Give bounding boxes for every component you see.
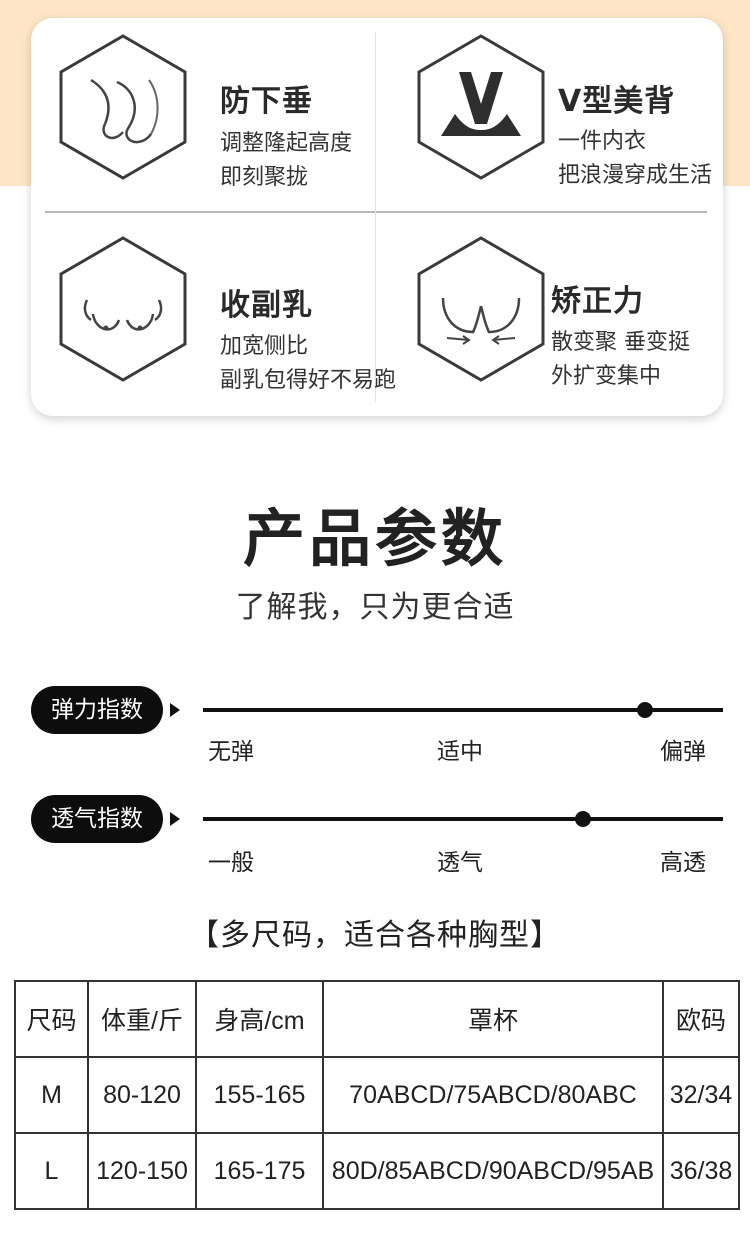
- lift-arrows-icon: [417, 236, 545, 382]
- breathability-scale: 透气指数 一般 透气 高透: [0, 795, 750, 885]
- side-breast-icon: [59, 236, 187, 382]
- feature-title: 收副乳: [220, 288, 313, 323]
- breathability-label: 透气指数: [31, 795, 163, 843]
- feature-line: 把浪漫穿成生活: [558, 163, 713, 188]
- v-back-icon: [417, 34, 545, 180]
- chest-profile-icon: [59, 34, 187, 180]
- feature-line: 散变聚 垂变挺: [551, 330, 690, 355]
- feature-title: 防下垂: [220, 84, 313, 119]
- feature-line: 调整隆起高度: [220, 131, 353, 156]
- size-cell: 36/38: [662, 1132, 740, 1210]
- features-card: 防下垂 调整隆起高度 即刻聚拢 V型美背 一件内衣 把浪漫穿成生活 收副乳 加宽…: [31, 18, 723, 416]
- size-cell: 70ABCD/75ABCD/80ABC: [322, 1056, 664, 1134]
- feature-title: 矫正力: [551, 284, 644, 319]
- arrow-right-icon: [170, 812, 180, 826]
- table-row: M 80-120 155-165 70ABCD/75ABCD/80ABC 32/…: [14, 1056, 740, 1134]
- feature-line: 即刻聚拢: [220, 165, 309, 190]
- elasticity-scale: 弹力指数 无弹 适中 偏弹: [0, 686, 750, 776]
- feature-anti-sag: 防下垂 调整隆起高度 即刻聚拢: [57, 32, 377, 202]
- size-header-cell: 欧码: [662, 980, 740, 1058]
- feature-line: 加宽侧比: [220, 334, 309, 359]
- size-header-cell: 罩杯: [322, 980, 664, 1058]
- breathability-tick-low: 一般: [208, 850, 254, 876]
- size-heading: 【多尺码，适合各种胸型】: [189, 918, 561, 953]
- size-table-header-row: 尺码 体重/斤 身高/cm 罩杯 欧码: [14, 980, 740, 1058]
- feature-line: 外扩变集中: [551, 364, 662, 389]
- breathability-tick-mid: 透气: [437, 850, 483, 876]
- size-header-cell: 尺码: [14, 980, 89, 1058]
- size-table: 尺码 体重/斤 身高/cm 罩杯 欧码 M 80-120 155-165 70A…: [14, 980, 740, 1210]
- feature-line: 副乳包得好不易跑: [220, 368, 397, 393]
- size-cell: 80-120: [87, 1056, 197, 1134]
- elasticity-tick-low: 无弹: [208, 739, 254, 765]
- elasticity-label: 弹力指数: [31, 686, 163, 734]
- feature-divider-horizontal: [45, 211, 707, 213]
- size-cell: 120-150: [87, 1132, 197, 1210]
- breathability-marker: [574, 811, 591, 827]
- size-cell: 32/34: [662, 1056, 740, 1134]
- size-header-cell: 体重/斤: [87, 980, 197, 1058]
- size-header-cell: 身高/cm: [195, 980, 324, 1058]
- elasticity-tick-mid: 适中: [437, 739, 483, 765]
- feature-v-back: V型美背 一件内衣 把浪漫穿成生活: [415, 32, 715, 202]
- size-cell: L: [14, 1132, 89, 1210]
- params-subtitle: 了解我，只为更合适: [235, 590, 515, 625]
- arrow-right-icon: [170, 703, 180, 717]
- size-cell: 155-165: [195, 1056, 324, 1134]
- breathability-track: [203, 817, 723, 821]
- elasticity-marker: [637, 702, 653, 718]
- table-row: L 120-150 165-175 80D/85ABCD/90ABCD/95AB…: [14, 1132, 740, 1210]
- params-title: 产品参数: [242, 502, 507, 575]
- size-cell: 80D/85ABCD/90ABCD/95AB: [322, 1132, 664, 1210]
- elasticity-track: [203, 708, 723, 712]
- feature-divider-vertical: [375, 32, 376, 402]
- size-cell: 165-175: [195, 1132, 324, 1210]
- elasticity-tick-high: 偏弹: [660, 739, 706, 765]
- size-cell: M: [14, 1056, 89, 1134]
- breathability-tick-high: 高透: [660, 850, 706, 876]
- feature-correction: 矫正力 散变聚 垂变挺 外扩变集中: [415, 234, 715, 404]
- feature-title: V型美背: [558, 84, 676, 119]
- feature-side-breast: 收副乳 加宽侧比 副乳包得好不易跑: [57, 234, 396, 404]
- feature-line: 一件内衣: [558, 129, 647, 154]
